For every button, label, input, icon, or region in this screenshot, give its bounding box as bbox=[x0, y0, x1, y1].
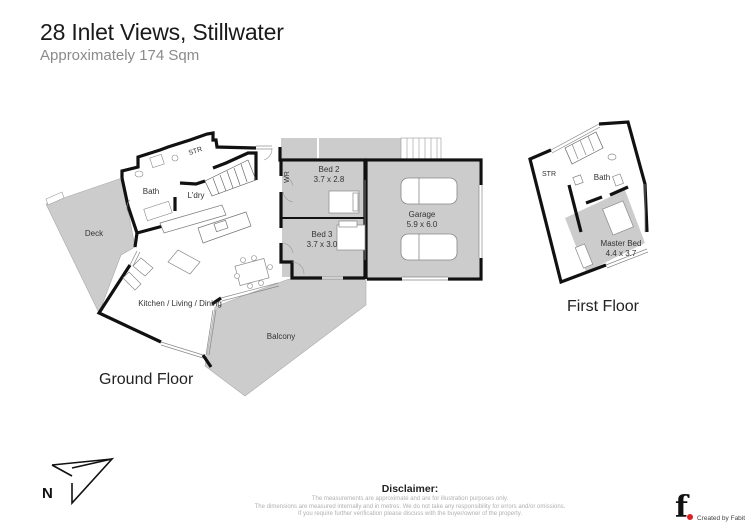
property-area: Approximately 174 Sqm bbox=[40, 47, 200, 64]
room-label-bed2: Bed 2 bbox=[319, 165, 340, 174]
first-floor-label: First Floor bbox=[567, 298, 639, 315]
ff-room-label-master-dims: 4.4 x 3.7 bbox=[606, 249, 637, 258]
room-label-deck: Deck bbox=[85, 229, 104, 238]
fabit-logo: f Created by Fabit bbox=[675, 490, 745, 525]
deck-steps bbox=[45, 191, 65, 206]
room-label-bed3-dims: 3.7 x 3.0 bbox=[307, 240, 338, 249]
room-label-garage-dims: 5.9 x 6.0 bbox=[407, 220, 438, 229]
room-label-bed3: Bed 3 bbox=[312, 230, 333, 239]
logo-dot-icon bbox=[687, 514, 693, 520]
room-label-kitchen-living-dining: Kitchen / Living / Dining bbox=[138, 299, 222, 308]
ground-floor-label: Ground Floor bbox=[99, 371, 194, 388]
disclaimer: Disclaimer: The measurements are approxi… bbox=[200, 483, 620, 519]
room-label-ldry: L'dry bbox=[187, 191, 204, 200]
disclaimer-heading: Disclaimer: bbox=[381, 483, 439, 495]
north-arrow-icon bbox=[51, 457, 115, 506]
disclaimer-line: If you require further verification plea… bbox=[297, 511, 522, 517]
ff-room-label-master: Master Bed bbox=[601, 239, 642, 248]
ff-room-label-str: STR bbox=[542, 171, 556, 178]
property-title: 28 Inlet Views, Stillwater bbox=[40, 19, 284, 45]
room-label-str: STR bbox=[188, 146, 203, 157]
logo-letter: f bbox=[675, 490, 688, 525]
ff-room-label-bath: Bath bbox=[594, 173, 610, 182]
room-label-balcony: Balcony bbox=[267, 332, 295, 341]
room-label-bed2-dims: 3.7 x 2.8 bbox=[314, 175, 345, 184]
disclaimer-line: The dimensions are measured internally a… bbox=[254, 503, 566, 510]
room-label-wr: WR bbox=[284, 171, 291, 183]
disclaimer-line: The measurements are approximate and are… bbox=[311, 496, 509, 502]
room-label-bath: Bath bbox=[143, 187, 159, 196]
rear-paving bbox=[281, 138, 401, 161]
room-label-garage: Garage bbox=[409, 210, 436, 219]
master-bed-floor bbox=[565, 190, 645, 272]
logo-credit: Created by Fabit bbox=[697, 515, 746, 522]
north-letter: N bbox=[42, 485, 53, 502]
